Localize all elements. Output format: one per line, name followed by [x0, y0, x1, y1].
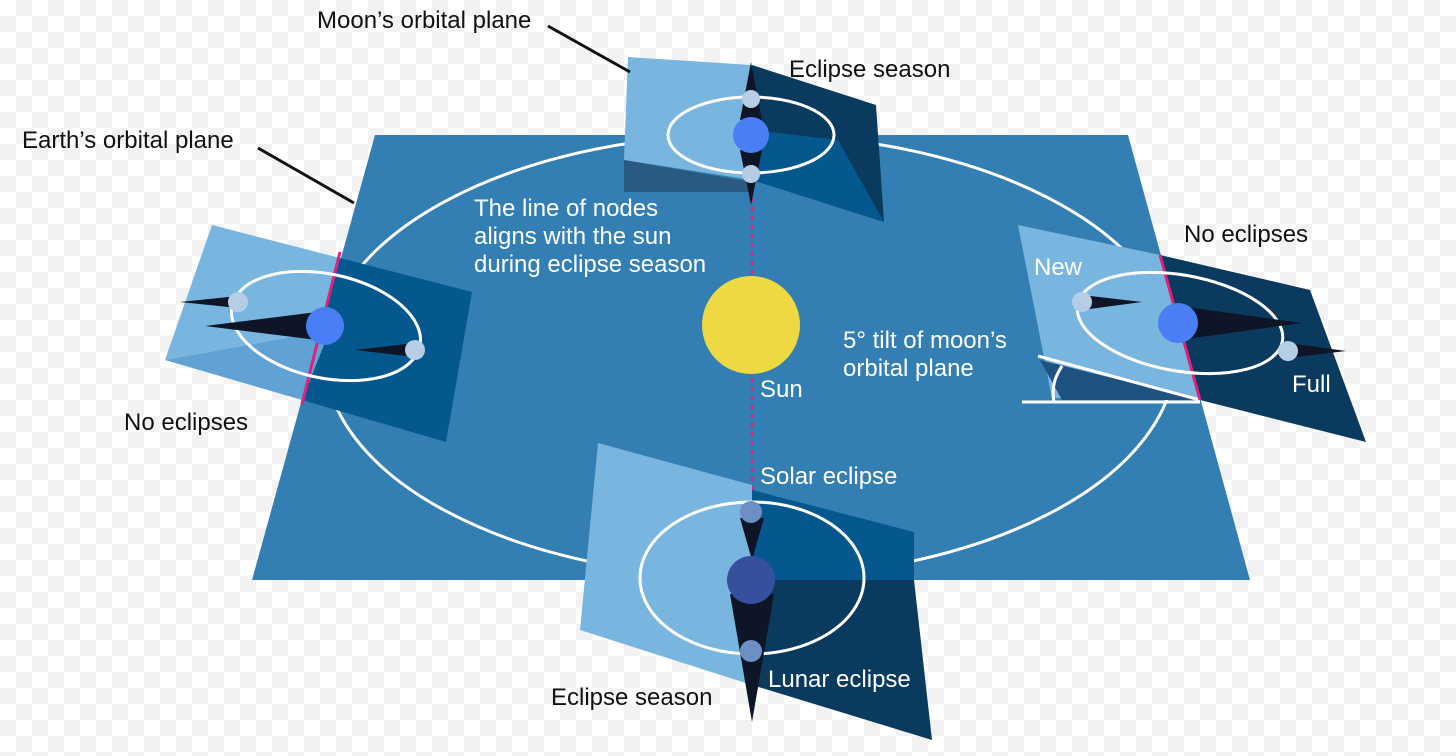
- shadow-cone-icon: [1082, 295, 1142, 310]
- label-new: New: [1034, 254, 1083, 281]
- label-lunar-eclipse: Lunar eclipse: [768, 666, 911, 693]
- moon-icon: [742, 90, 760, 108]
- label-moons-orbital-plane: Moon’s orbital plane: [317, 7, 531, 34]
- label-eclipse-season-bottom: Eclipse season: [551, 684, 712, 711]
- label-no-eclipses-right: No eclipses: [1184, 221, 1308, 248]
- moon-plane-right: [1018, 225, 1366, 442]
- moon-plane-top: [624, 57, 884, 222]
- moon-icon: [405, 340, 425, 360]
- shadow-cone-icon: [1288, 343, 1346, 358]
- earth-icon: [727, 556, 775, 604]
- earth-icon: [733, 117, 769, 153]
- leader-earths-orbital-plane: [257, 146, 355, 205]
- moon-icon: [1278, 341, 1298, 361]
- shadow-cone-icon: [1179, 306, 1302, 340]
- moon-icon: [228, 292, 248, 312]
- label-tilt-line-1: 5° tilt of moon’s: [843, 327, 1007, 354]
- label-full: Full: [1292, 371, 1331, 398]
- tilt-angle-arc: [1051, 365, 1064, 403]
- label-line-of-nodes-line-1: The line of nodes: [474, 195, 658, 222]
- moon-plane-right-light-panel: [1018, 225, 1200, 400]
- label-line-of-nodes-line-2: aligns with the sun: [474, 223, 671, 250]
- label-no-eclipses-left: No eclipses: [124, 409, 248, 436]
- moon-plane-bottom-mid-panel: [752, 490, 914, 580]
- moon-icon: [740, 501, 762, 523]
- shadow-cone-icon: [740, 518, 764, 560]
- label-eclipse-season-top: Eclipse season: [789, 56, 950, 83]
- shadow-cone-icon: [355, 343, 415, 357]
- earth-icon: [306, 307, 344, 345]
- sun-icon: [702, 276, 800, 374]
- moon-icon: [742, 165, 760, 183]
- moon-plane-bottom-dark-panel: [752, 580, 932, 740]
- label-line-of-nodes-line-3: during eclipse season: [474, 251, 706, 278]
- moon-plane-top-lower-edge: [624, 160, 752, 192]
- moon-plane-bottom: [580, 443, 932, 740]
- earth-icon: [1158, 303, 1198, 343]
- moon-plane-left-lower-panel: [165, 330, 330, 400]
- moon-plane-bottom-light-panel: [580, 443, 752, 685]
- moon-icon: [740, 640, 762, 662]
- label-line-of-nodes: The line of nodes aligns with the sun du…: [474, 195, 706, 278]
- moon-icon: [1072, 292, 1092, 312]
- moon-plane-left: [165, 225, 472, 442]
- shadow-cone-icon: [180, 296, 238, 308]
- label-solar-eclipse: Solar eclipse: [760, 463, 897, 490]
- tilt-plane-edge: [1037, 354, 1201, 402]
- leader-moons-orbital-plane: [547, 24, 631, 74]
- label-sun: Sun: [760, 376, 803, 403]
- moon-plane-top-light-panel: [624, 57, 752, 180]
- label-tilt-line-2: orbital plane: [843, 355, 974, 382]
- moon-plane-top-mid-panel: [752, 130, 884, 222]
- moon-plane-right-dark-panel: [1160, 255, 1366, 442]
- label-tilt: 5° tilt of moon’s orbital plane: [843, 327, 1014, 382]
- shadow-cone-icon: [205, 311, 325, 341]
- label-earths-orbital-plane: Earth’s orbital plane: [22, 127, 234, 154]
